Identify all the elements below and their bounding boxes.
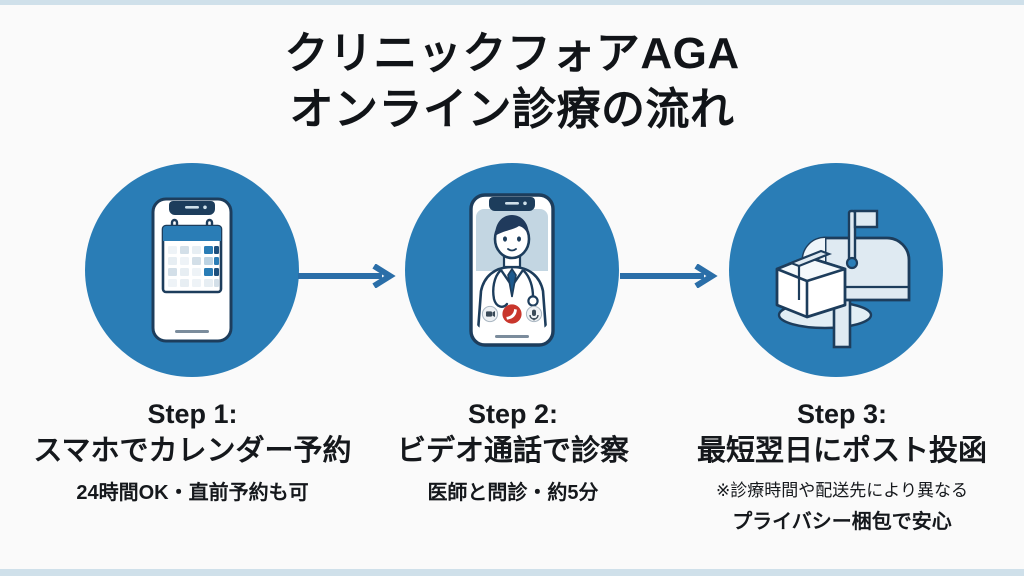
smartphone-video-call-doctor-icon	[469, 193, 555, 347]
mailbox-package-icon	[775, 209, 911, 349]
step-1-label: Step 1:	[147, 399, 238, 429]
arrow-right-icon	[620, 264, 718, 288]
step-captions-row: Step 1: スマホでカレンダー予約 24時間OK・直前予約も可 Step 2…	[0, 398, 1024, 568]
step-3-headline: 最短翌日にポスト投函	[696, 434, 987, 467]
step-2-icon-circle	[405, 163, 619, 377]
title-line-2: オンライン診療の流れ	[289, 85, 735, 135]
step-3-note: ※診療時間や配送先により異なる	[716, 481, 968, 501]
arrow-step1-to-step2	[298, 264, 398, 288]
smartphone-calendar-icon	[151, 197, 233, 343]
step-1-headline: スマホでカレンダー予約	[33, 434, 352, 467]
bottom-edge-band	[0, 569, 1024, 576]
step-3-label: Step 3:	[796, 399, 888, 429]
top-edge-band	[0, 0, 1024, 5]
step-3-caption: Step 3: 最短翌日にポスト投函 ※診療時間や配送先により異なる プライバシ…	[672, 398, 1012, 536]
step-2-headline: ビデオ通話で診察	[396, 434, 629, 467]
arrow-step2-to-step3	[620, 264, 720, 288]
slide-title: クリニックフォアAGA オンライン診療の流れ	[0, 26, 1024, 139]
step-1-icon-circle	[85, 163, 299, 377]
step-1-caption: Step 1: スマホでカレンダー予約 24時間OK・直前予約も可	[20, 398, 365, 507]
step-3-sub: プライバシー梱包で安心	[732, 511, 952, 534]
step-2-label: Step 2:	[467, 399, 559, 429]
step-3-icon-circle	[729, 163, 943, 377]
arrow-right-icon	[298, 264, 396, 288]
steps-icon-row	[0, 160, 1024, 380]
step-2-sub: 医師と問診・約5分	[427, 482, 599, 505]
step-1-sub: 24時間OK・直前予約も可	[76, 482, 309, 505]
title-line-1: クリニックフォアAGA	[284, 29, 740, 78]
step-2-caption: Step 2: ビデオ通話で診察 医師と問診・約5分	[368, 398, 658, 507]
